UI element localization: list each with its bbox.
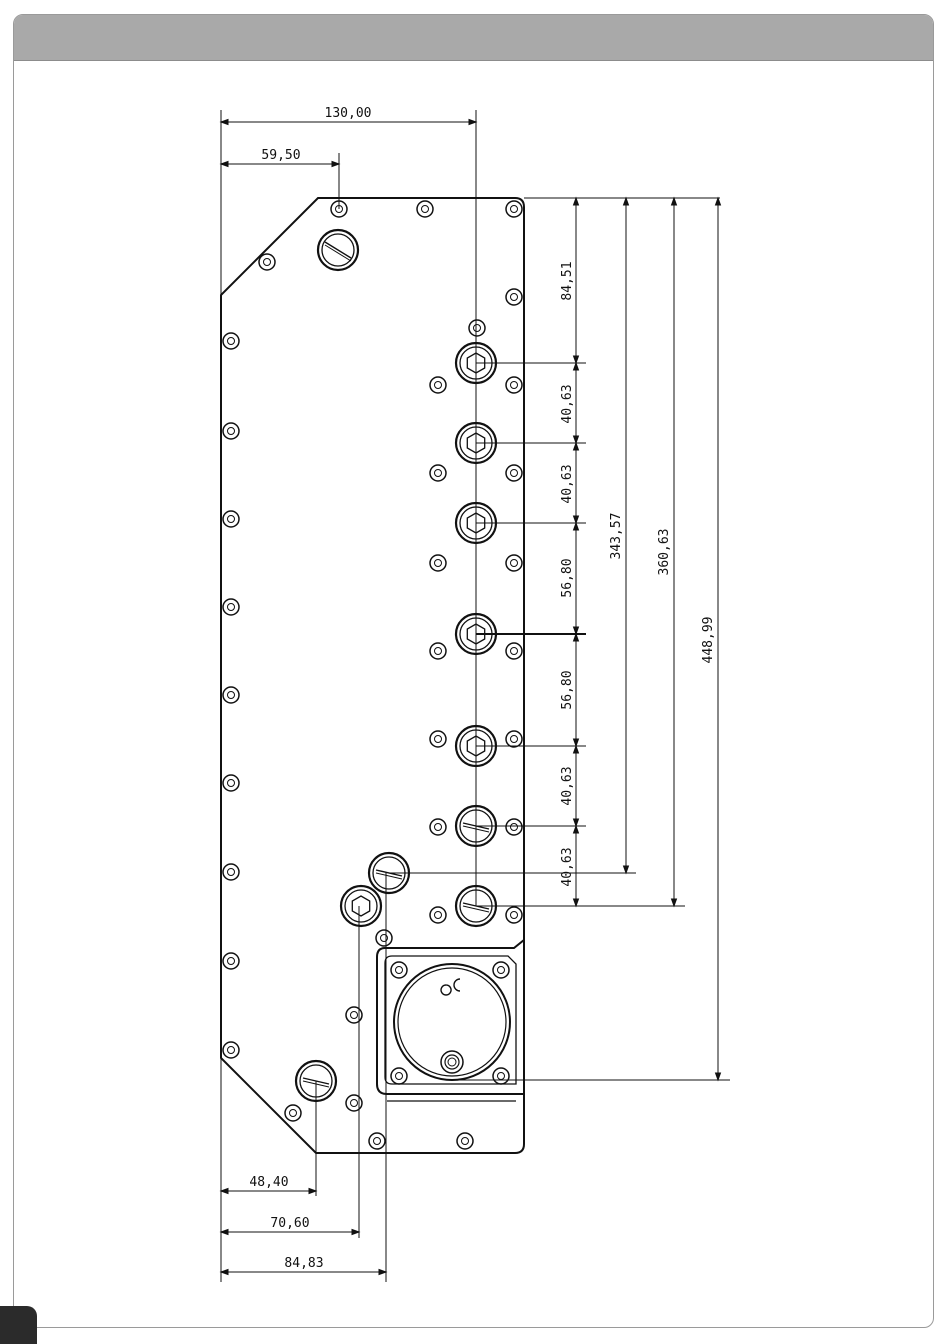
screw-icon bbox=[285, 1105, 301, 1121]
screw-icon bbox=[369, 1133, 385, 1149]
screw-icon bbox=[430, 819, 446, 835]
screw-icon bbox=[223, 864, 239, 880]
screw-icon bbox=[376, 930, 392, 946]
screw-icon bbox=[223, 599, 239, 615]
plug-port-icon bbox=[318, 230, 358, 270]
screw-icon bbox=[223, 775, 239, 791]
dim-360-63: 360,63 bbox=[657, 529, 672, 576]
screw-icon bbox=[223, 511, 239, 527]
screw-icon bbox=[346, 1007, 362, 1023]
dim-40-63-d: 40,63 bbox=[560, 847, 575, 886]
screw-icon bbox=[223, 1042, 239, 1058]
plate-outline bbox=[221, 198, 524, 1153]
screw-icon bbox=[430, 377, 446, 393]
screw-icon bbox=[430, 555, 446, 571]
screw-icon bbox=[430, 643, 446, 659]
screw-icon bbox=[430, 731, 446, 747]
dim-84-51: 84,51 bbox=[560, 261, 575, 300]
dim-70-60: 70,60 bbox=[270, 1216, 309, 1231]
dim-48-40: 48,40 bbox=[249, 1175, 288, 1190]
screw-icon bbox=[506, 907, 522, 923]
screw-icon bbox=[506, 377, 522, 393]
screw-icon bbox=[506, 555, 522, 571]
screw-icon bbox=[506, 201, 522, 217]
hex-port-icon bbox=[341, 886, 381, 926]
alphacool-logo-icon bbox=[441, 979, 460, 995]
screw-icon bbox=[457, 1133, 473, 1149]
screw-icon bbox=[223, 687, 239, 703]
screw-icon bbox=[493, 962, 509, 978]
dim-40-63-b: 40,63 bbox=[560, 464, 575, 503]
pump-top bbox=[394, 964, 510, 1080]
screw-icon bbox=[417, 201, 433, 217]
dim-56-80-a: 56,80 bbox=[560, 558, 575, 597]
dim-84-83: 84,83 bbox=[284, 1256, 323, 1271]
screw-icon bbox=[506, 643, 522, 659]
screw-icon bbox=[430, 907, 446, 923]
screw-icon bbox=[506, 819, 522, 835]
screw-icon bbox=[506, 465, 522, 481]
screw-icon bbox=[391, 1068, 407, 1084]
dim-56-80-b: 56,80 bbox=[560, 670, 575, 709]
screw-icon bbox=[493, 1068, 509, 1084]
screw-icon bbox=[223, 423, 239, 439]
dim-40-63-a: 40,63 bbox=[560, 384, 575, 423]
screw-icon bbox=[391, 962, 407, 978]
screw-icon bbox=[506, 731, 522, 747]
dim-130: 130,00 bbox=[325, 106, 372, 121]
screw-icon bbox=[259, 254, 275, 270]
dim-59-50: 59,50 bbox=[261, 148, 300, 163]
dim-40-63-c: 40,63 bbox=[560, 766, 575, 805]
screw-icon bbox=[430, 465, 446, 481]
screw-icon bbox=[223, 953, 239, 969]
screw-icon bbox=[506, 289, 522, 305]
screw-icon bbox=[469, 320, 485, 336]
dim-448-99: 448,99 bbox=[701, 617, 716, 664]
screw-icon bbox=[346, 1095, 362, 1111]
screw-icon bbox=[223, 333, 239, 349]
dim-343-57: 343,57 bbox=[609, 513, 624, 560]
